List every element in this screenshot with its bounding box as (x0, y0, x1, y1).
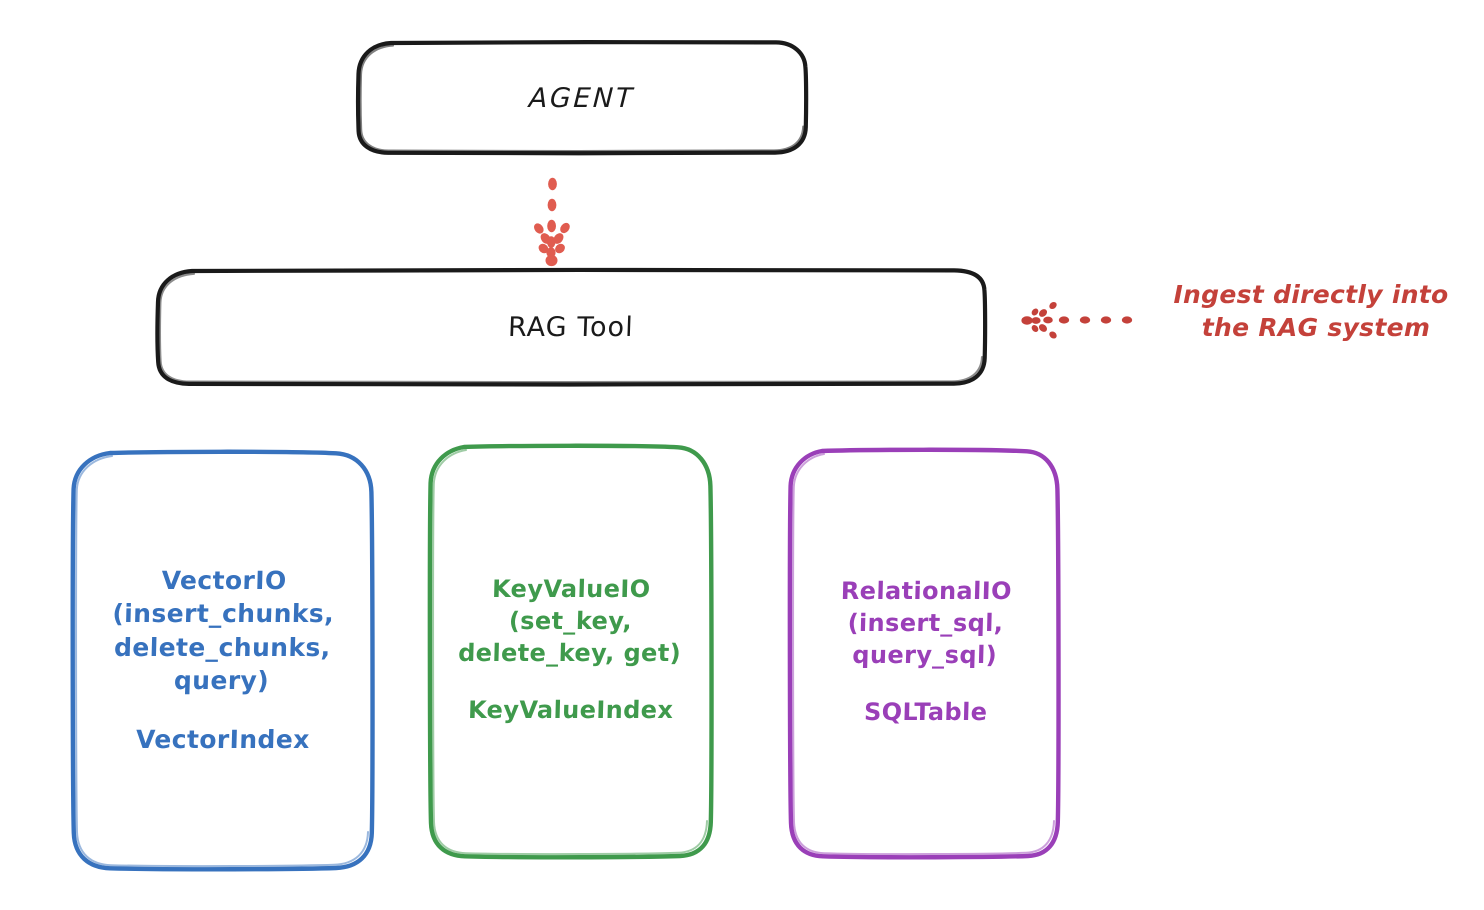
key-value-io-title: KeyValueIO (set_key, delete_key, get) (457, 575, 682, 667)
agent-node[interactable]: AGENT (358, 42, 806, 154)
ingest-arrow (1021, 301, 1133, 339)
relational-io-box-outline (787, 447, 1061, 860)
agent-to-rag-arrow (534, 177, 570, 267)
key-value-io-node[interactable]: KeyValueIO (set_key, delete_key, get) Ke… (430, 446, 711, 855)
vector-io-box-outline (70, 449, 375, 872)
ingest-annotation-line-1: Ingest directly into (1173, 280, 1449, 309)
key-value-index-label: KeyValueIndex (467, 696, 674, 724)
sql-table-label: SQLTable (863, 698, 988, 726)
key-value-io-box-outline (427, 443, 714, 860)
rag-tool-node[interactable]: RAG Tool (157, 270, 985, 384)
relational-io-title: RelationalIO (insert_sql, query_sql) (840, 577, 1013, 669)
vector-io-title: VectorIO (insert_chunks, delete_chunks, … (111, 565, 335, 695)
rag-tool-label: RAG Tool (507, 311, 635, 343)
agent-label: AGENT (528, 82, 636, 114)
agent-box-outline (355, 39, 809, 156)
ingest-annotation: Ingest directly into the RAG system (1146, 278, 1476, 344)
vector-index-label: VectorIndex (135, 725, 310, 754)
ingest-annotation-line-2: the RAG system (1201, 313, 1431, 342)
vector-io-node[interactable]: VectorIO (insert_chunks, delete_chunks, … (73, 452, 372, 868)
relational-io-node[interactable]: RelationalIO (insert_sql, query_sql) SQL… (790, 450, 1061, 855)
rag-tool-box-outline (155, 267, 988, 387)
